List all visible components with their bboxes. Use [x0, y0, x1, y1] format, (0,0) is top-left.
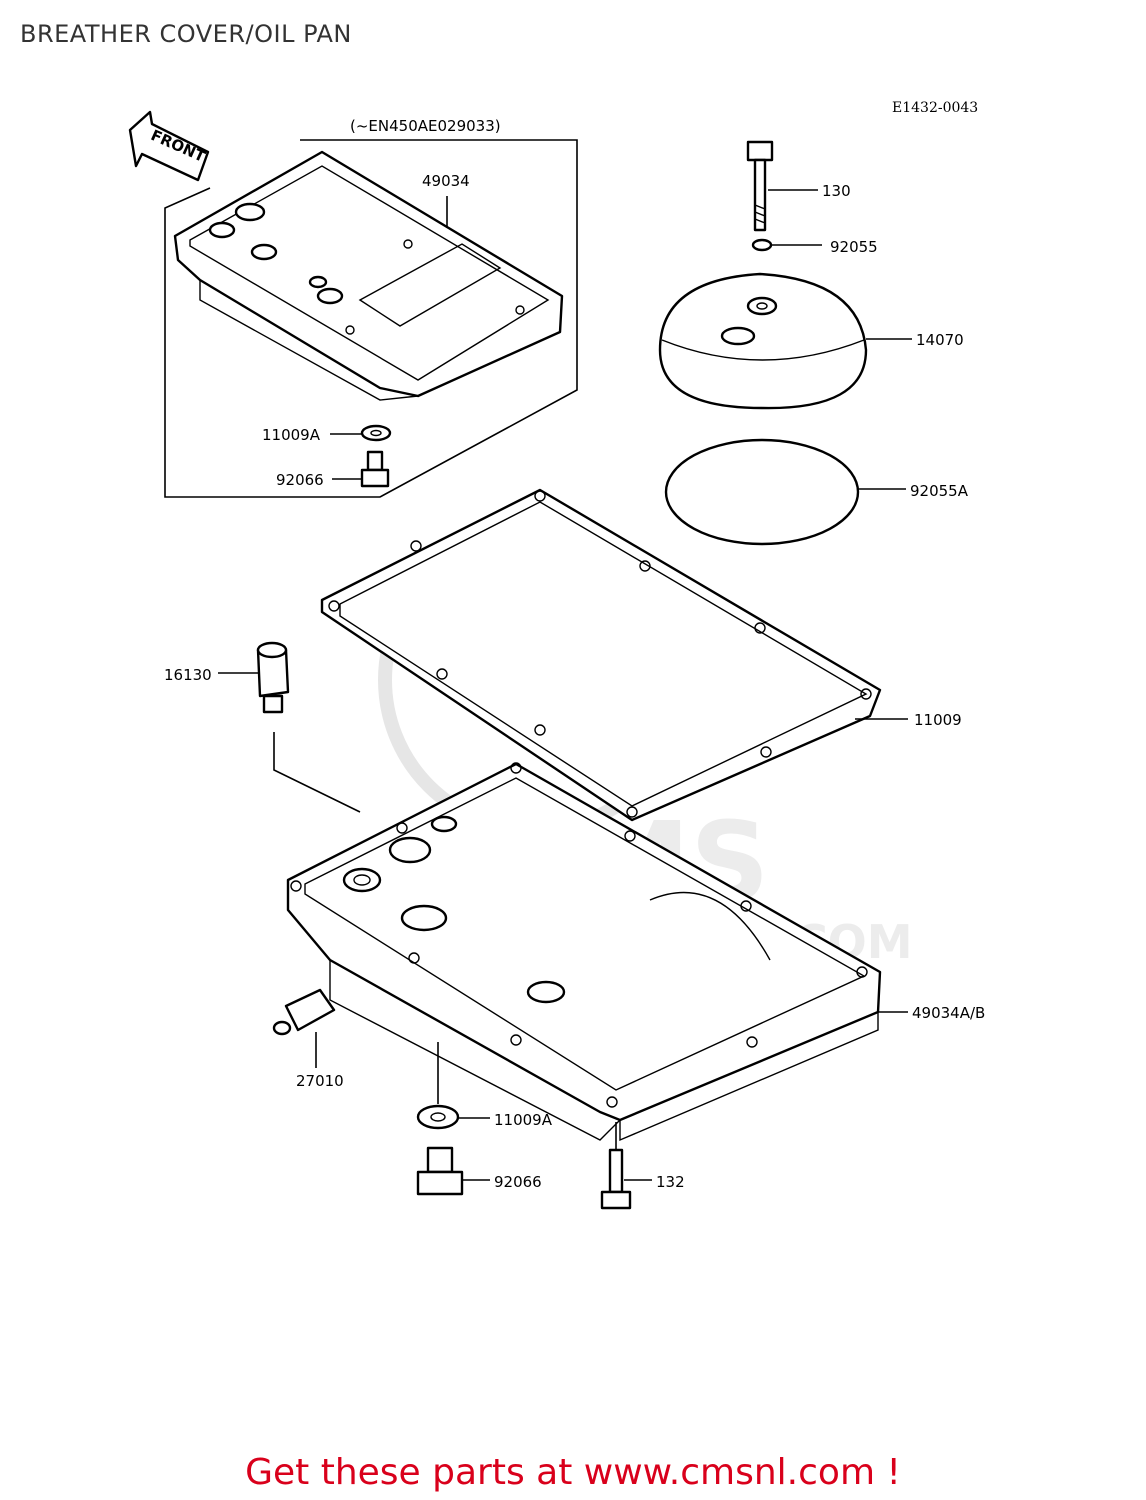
serial-note: (~EN450AE029033) [350, 117, 501, 135]
fitting-16130: 16130 [164, 641, 361, 813]
gasket-11009: 11009 [320, 488, 962, 822]
plug-92066-top: 92066 [276, 450, 390, 489]
label-11009a-bottom: 11009A [494, 1111, 553, 1129]
label-11009: 11009 [914, 711, 962, 729]
label-11009a-top: 11009A [262, 426, 321, 444]
plug-92066-bottom: 92066 [416, 1146, 542, 1196]
washer-11009a-top: 11009A [262, 424, 392, 444]
label-92055a: 92055A [910, 482, 969, 500]
oil-pan-49034ab: 49034A/B [286, 762, 985, 1142]
cta-link[interactable]: Get these parts at www.cmsnl.com ! [245, 1452, 901, 1493]
bolt-132: 132 [600, 1122, 685, 1210]
label-92066-top: 92066 [276, 471, 324, 489]
label-16130: 16130 [164, 666, 212, 684]
label-132: 132 [656, 1173, 685, 1191]
label-130: 130 [822, 182, 851, 200]
label-92066-bottom: 92066 [494, 1173, 542, 1191]
switch-27010: 27010 [272, 988, 344, 1090]
label-92055: 92055 [830, 238, 878, 256]
page-title: BREATHER COVER/OIL PAN [20, 20, 352, 48]
washer-11009a-bottom: 11009A [416, 1042, 553, 1130]
front-arrow-icon: FRONT [128, 110, 210, 182]
label-14070: 14070 [916, 331, 964, 349]
label-49034: 49034 [422, 172, 470, 190]
bolt-130: 130 [746, 140, 851, 232]
diagram-code: E1432-0043 [892, 100, 978, 116]
oil-pan-49034: 49034 [173, 150, 564, 401]
breather-cover-14070: 14070 [658, 272, 964, 410]
oring-92055a: 92055A [664, 438, 969, 546]
oring-92055: 92055 [751, 238, 878, 256]
serial-inset: (~EN450AE029033) [164, 117, 578, 498]
label-49034ab: 49034A/B [912, 1004, 985, 1022]
label-27010: 27010 [296, 1072, 344, 1090]
parts-diagram: CMS WWW.CMSNL.COM E1432-0043 FRONT (~EN4… [128, 100, 985, 1210]
